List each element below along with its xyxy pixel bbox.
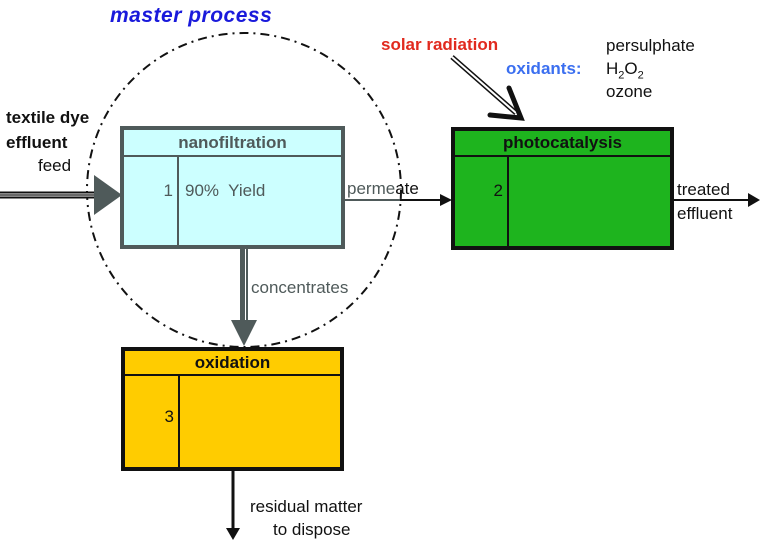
oxidant-ozone: ozone: [606, 82, 653, 101]
permeate-stream-arrow: [344, 194, 452, 206]
oxidants-label: oxidants:: [506, 59, 582, 78]
unit-oxidation-title: oxidation: [125, 351, 340, 376]
oxidant-persulphate: persulphate: [606, 36, 695, 55]
treated-effluent-line2: effluent: [677, 204, 733, 223]
feed-label-line1: textile dye: [6, 108, 90, 127]
permeate-label-part1: perme: [347, 179, 396, 198]
treated-effluent-arrow: [673, 193, 760, 207]
permeate-label: permeate: [347, 180, 419, 197]
unit-nanofiltration[interactable]: nanofiltration 1 90% Yield: [120, 126, 345, 249]
unit-oxidation-number: 3: [125, 376, 180, 467]
solar-radiation-arrow: [450, 55, 525, 121]
residual-matter-line1: residual matter: [250, 497, 363, 516]
unit-nanofiltration-number: 1: [124, 157, 179, 245]
unit-nanofiltration-title: nanofiltration: [124, 130, 341, 157]
concentrates-label: concentrates: [251, 278, 349, 297]
residual-matter-arrow: [226, 470, 240, 540]
treated-effluent-line1: treated: [677, 180, 730, 199]
unit-oxidation[interactable]: oxidation 3: [121, 347, 344, 471]
unit-photocatalysis-title: photocatalysis: [455, 131, 670, 157]
permeate-label-part2: ate: [395, 179, 419, 198]
feed-stream-arrow: [0, 175, 122, 215]
concentrates-stream-arrow: [231, 249, 257, 346]
solar-radiation-label: solar radiation: [381, 35, 499, 54]
master-process-title: master process: [110, 4, 273, 27]
oxidant-h2o2: H2O2: [606, 59, 644, 82]
feed-label-line2: effluent: [6, 133, 68, 152]
unit-photocatalysis[interactable]: photocatalysis 2: [451, 127, 674, 250]
unit-nanofiltration-yield: 90% Yield: [185, 181, 266, 200]
residual-matter-line2: to dispose: [273, 520, 351, 539]
feed-label-line3: feed: [38, 156, 72, 175]
unit-photocatalysis-number: 2: [455, 157, 509, 246]
